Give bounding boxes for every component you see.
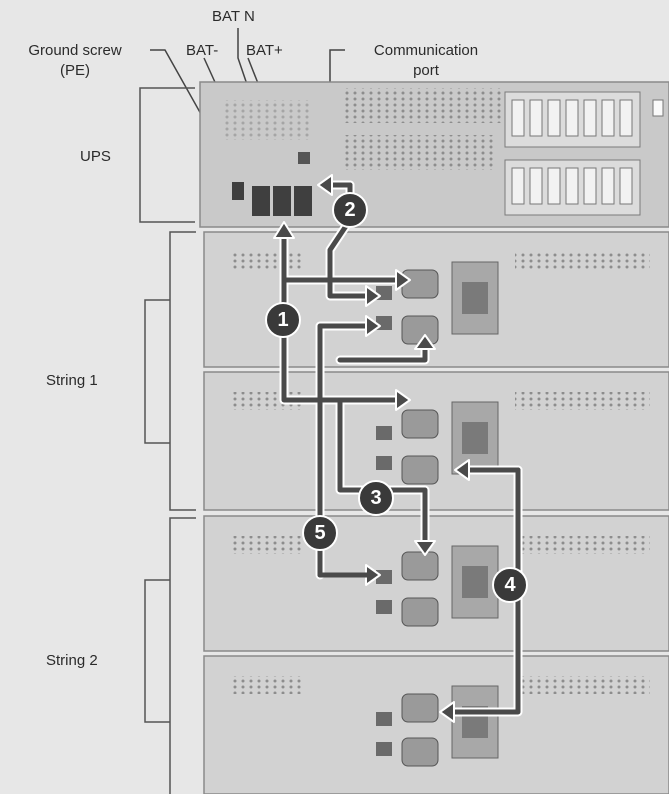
arrow-head: [395, 269, 411, 291]
string1-label: String 1: [46, 372, 98, 389]
battery-module-3: [203, 515, 669, 652]
step-badge-4: 4: [492, 567, 528, 603]
communication-port-label: Communication: [373, 42, 479, 59]
bat-minus-label: BAT-: [186, 42, 219, 59]
group-brackets: [139, 87, 196, 794]
cable-route-4: [447, 467, 521, 715]
bat-plus-label: BAT+: [246, 42, 283, 59]
communication-port-sublabel: port: [413, 62, 439, 79]
ground-screw-label: Ground screw: [28, 42, 122, 59]
string1-bracket: [169, 231, 196, 511]
string1-inner-bracket: [144, 299, 170, 444]
ground-screw-sublabel: (PE): [60, 62, 90, 79]
ups-cabinet: [199, 81, 669, 228]
battery-module-2: [203, 371, 669, 511]
arrow-head: [365, 285, 381, 307]
step-badge-1: 1: [265, 302, 301, 338]
arrow-head: [414, 540, 436, 556]
arrow-head: [273, 221, 295, 239]
string2-bracket: [169, 517, 196, 794]
ups-label: UPS: [80, 148, 111, 165]
step-badge-2: 2: [332, 192, 368, 228]
bat-n-label: BAT N: [212, 8, 255, 25]
arrow-head: [414, 334, 436, 350]
cables: [273, 174, 523, 723]
arrow-head: [365, 315, 381, 337]
string2-inner-bracket: [144, 579, 170, 723]
arrow-head: [317, 174, 333, 196]
battery-module-4: [203, 655, 669, 794]
cable-route-5: [317, 323, 375, 578]
step-badge-3: 3: [358, 480, 394, 516]
arrow-head: [439, 701, 455, 723]
arrow-head: [454, 459, 470, 481]
string2-label: String 2: [46, 652, 98, 669]
cable-route-1a: [281, 229, 403, 403]
battery-module-1: [203, 231, 669, 368]
ups-bracket: [139, 87, 195, 223]
step-badge-5: 5: [302, 515, 338, 551]
arrow-head: [395, 389, 411, 411]
